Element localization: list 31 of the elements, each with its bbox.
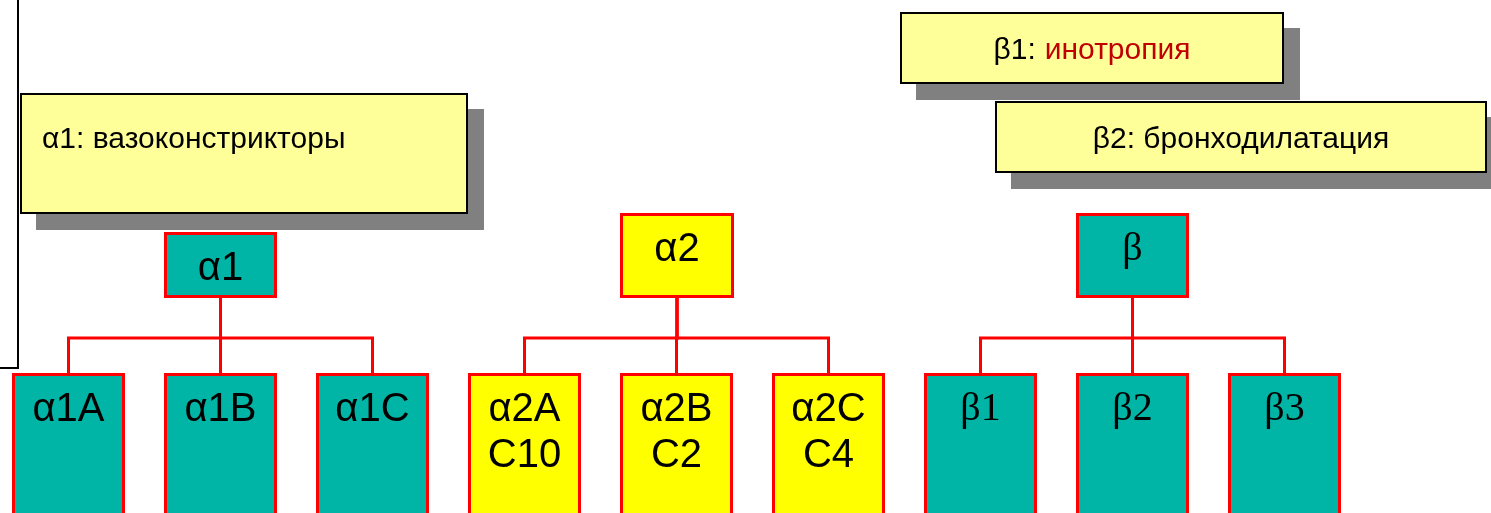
label-text: β3 <box>1264 384 1305 430</box>
label-text: инотропия <box>1044 30 1191 67</box>
label-text: α2A C10 <box>486 384 563 476</box>
label-text: α2B C2 <box>639 384 714 476</box>
label-text: α1B <box>184 384 257 430</box>
receptor-box <box>468 373 581 513</box>
connector-line <box>1131 298 1286 373</box>
label-text: β1: <box>993 30 1036 67</box>
label-text: β <box>1122 224 1143 270</box>
connector-line <box>219 298 374 373</box>
receptor-box <box>1228 373 1341 513</box>
receptor-box <box>12 373 125 513</box>
receptor-box <box>164 373 277 513</box>
receptor-box <box>620 373 733 513</box>
label-text: β1 <box>960 384 1001 430</box>
label-text: α1C <box>335 384 410 430</box>
label-text: α1A <box>32 384 105 430</box>
label-text: α2C C4 <box>790 384 867 476</box>
receptor-box <box>316 373 429 513</box>
connector-line <box>675 298 830 373</box>
receptor-box <box>1076 213 1189 298</box>
receptor-box <box>164 232 277 298</box>
receptor-box <box>924 373 1037 513</box>
label-text: α2 <box>654 224 700 270</box>
label-text: β2: бронходилатация <box>1092 119 1390 156</box>
label-text: β2 <box>1112 384 1153 430</box>
label-text: α1: вазоконстрикторы <box>42 120 346 156</box>
receptor-box <box>772 373 885 513</box>
receptor-box <box>1076 373 1189 513</box>
receptor-box <box>620 213 734 298</box>
label-text: α1 <box>197 243 244 289</box>
